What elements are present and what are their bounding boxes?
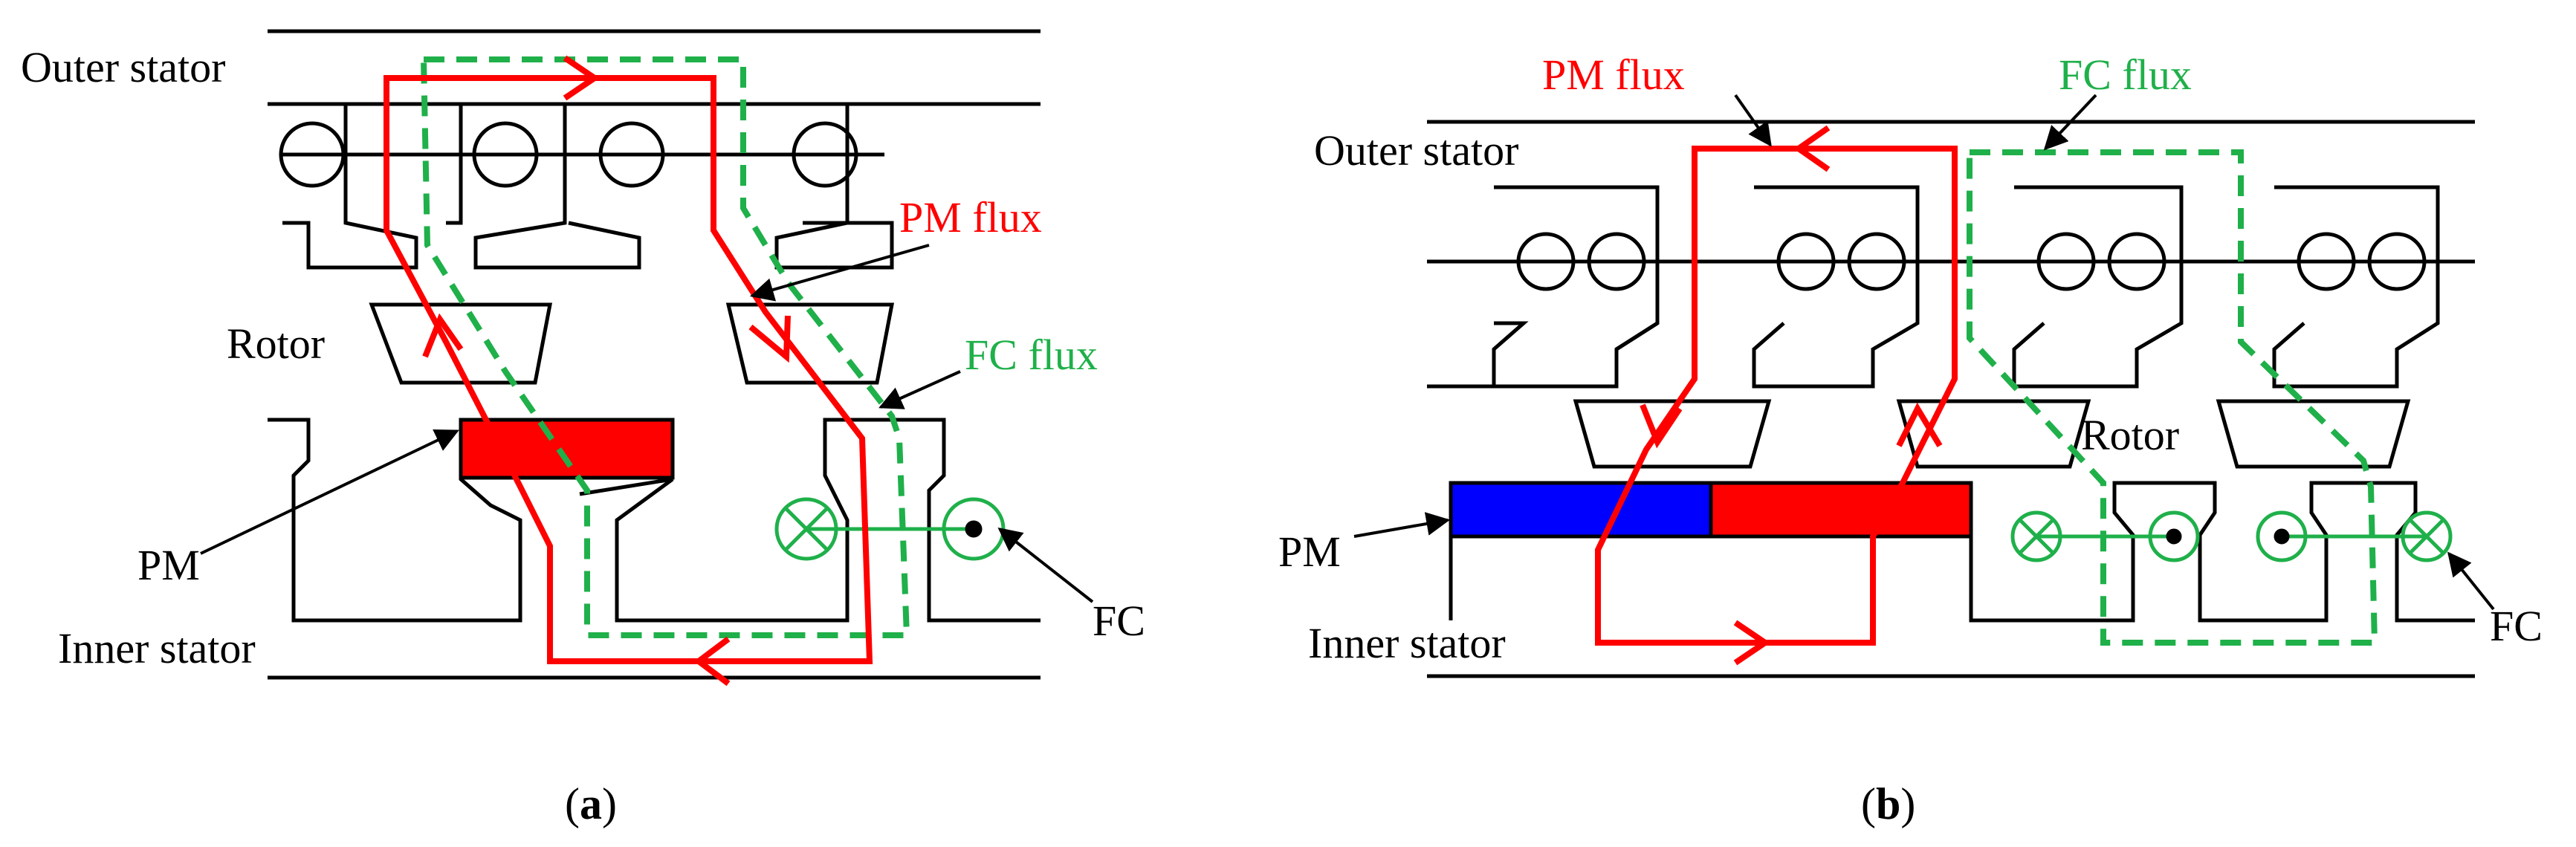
- panel-b: PM flux FC flux Outer stator Rotor PM In…: [1278, 51, 2543, 828]
- inner-stator-teeth: [268, 418, 1041, 623]
- outer-stator-label-b: Outer stator: [1314, 126, 1518, 175]
- pm-block-blue-b: [1449, 481, 1713, 539]
- fc-flux-path-a: [421, 56, 910, 638]
- inner-stator-label-b: Inner stator: [1308, 619, 1506, 667]
- outer-stator-label-a: Outer stator: [21, 43, 225, 91]
- outer-winding-b: [1427, 232, 2475, 291]
- pm-label-a: PM: [137, 541, 200, 589]
- pointers-b: [1353, 94, 2495, 611]
- inner-stator-label-a: Inner stator: [58, 624, 256, 672]
- outer-stator-teeth: [282, 102, 894, 270]
- outer-winding: [279, 121, 884, 188]
- fc-winding-b: [2010, 510, 2453, 562]
- rotor-label-a: Rotor: [227, 319, 325, 368]
- rotor-pieces-b: [1573, 399, 2411, 469]
- pm-flux-arrows-b: [1640, 125, 1943, 666]
- pm-block-red-b: [1709, 481, 1973, 539]
- fc-winding-a: [774, 497, 1006, 561]
- fc-label-b: FC: [2490, 602, 2543, 650]
- panel-a: Outer stator Rotor PM Inner stator PM fl…: [21, 29, 1145, 828]
- outer-stator-teeth-b: [1427, 185, 2440, 389]
- pm-block-a: [459, 418, 675, 480]
- pm-flux-label-b: PM flux: [1542, 51, 1685, 99]
- fc-flux-label-b: FC flux: [2059, 51, 2192, 99]
- pm-flux-path-b: [1595, 146, 1958, 646]
- caption-letter-a: a: [580, 779, 602, 828]
- fc-label-a: FC: [1093, 597, 1145, 645]
- fc-flux-label-a: FC flux: [965, 331, 1098, 379]
- pm-flux-label-a: PM flux: [899, 193, 1042, 241]
- rotor-pieces: [369, 302, 895, 385]
- pointers-a: [200, 244, 1094, 603]
- fc-flux-path-b: [1967, 149, 2378, 646]
- pm-flux-arrows-a: [422, 55, 791, 687]
- caption-a: (a): [565, 779, 617, 828]
- caption-b: (b): [1861, 779, 1915, 828]
- pm-label-b: PM: [1278, 528, 1341, 576]
- rotor-label-b: Rotor: [2081, 411, 2179, 459]
- caption-letter-b: b: [1876, 779, 1900, 828]
